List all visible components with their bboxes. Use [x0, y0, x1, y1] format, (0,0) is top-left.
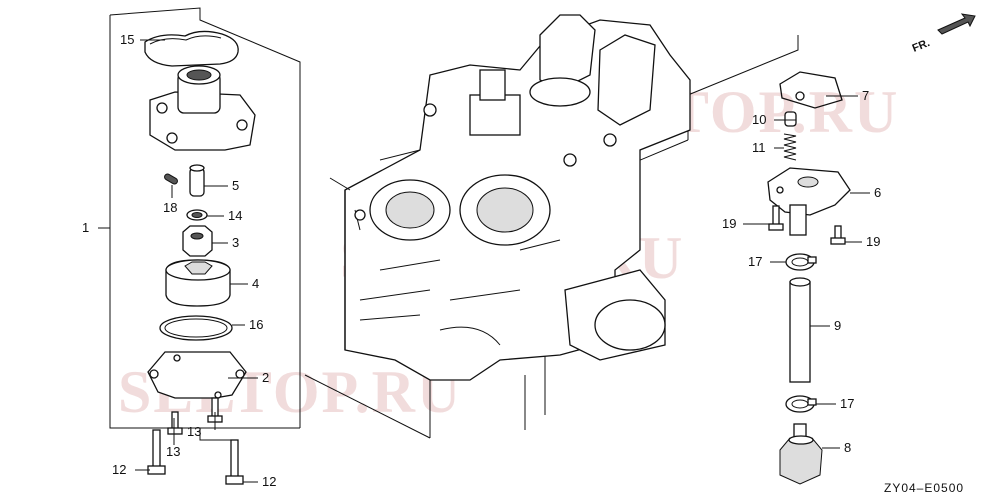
callout-11: 11 — [752, 140, 766, 155]
part-11-spring — [783, 133, 797, 161]
part-14-seal — [186, 209, 208, 221]
callout-12-left: 12 — [112, 462, 126, 477]
part-17-clips — [785, 253, 817, 413]
callout-19-right: 19 — [866, 234, 880, 249]
part-4-outer-rotor — [165, 259, 231, 307]
part-10-valve — [784, 111, 797, 127]
part-18-pin — [164, 173, 178, 185]
front-direction-indicator: FR. — [911, 13, 976, 55]
part-5-shaft — [189, 164, 205, 197]
part-8-strainer — [779, 423, 823, 485]
callout-13-right: 13 — [187, 424, 201, 439]
callout-12-right: 12 — [262, 474, 276, 489]
part-6-housing — [767, 167, 851, 236]
callout-9: 9 — [834, 318, 841, 333]
callout-6: 6 — [874, 185, 881, 200]
callout-7: 7 — [862, 88, 869, 103]
callout-14: 14 — [228, 208, 242, 223]
callout-10: 10 — [752, 112, 766, 127]
callout-3: 3 — [232, 235, 239, 250]
callout-13-left: 13 — [166, 444, 180, 459]
callout-labels: 15 1 5 18 14 3 4 16 2 13 13 12 12 7 10 1… — [82, 32, 881, 489]
callout-17-top: 17 — [748, 254, 762, 269]
callout-4: 4 — [252, 276, 259, 291]
part-pump-body — [149, 65, 256, 151]
engine-block — [329, 14, 691, 381]
part-9-hose — [789, 277, 811, 383]
callout-2: 2 — [262, 370, 269, 385]
part-3-inner-rotor — [182, 225, 213, 257]
callout-1: 1 — [82, 220, 89, 235]
callout-15: 15 — [120, 32, 134, 47]
callout-5: 5 — [232, 178, 239, 193]
front-label: FR. — [911, 37, 932, 55]
callout-16: 16 — [249, 317, 263, 332]
leader-lines — [98, 39, 870, 483]
part-15-gasket — [144, 30, 239, 67]
part-12-bolts — [147, 429, 244, 485]
left-assembly-frame — [109, 7, 301, 441]
callout-19-left: 19 — [722, 216, 736, 231]
part-19-bolts — [768, 205, 846, 245]
callout-17-bottom: 17 — [840, 396, 854, 411]
callout-8: 8 — [844, 440, 851, 455]
part-16-o-ring — [159, 315, 233, 341]
front-arrow-icon — [937, 13, 976, 35]
diagram-code: ZY04–E0500 — [884, 481, 964, 495]
callout-18: 18 — [163, 200, 177, 215]
part-2-cover — [147, 351, 247, 399]
part-7-gasket — [779, 71, 843, 109]
